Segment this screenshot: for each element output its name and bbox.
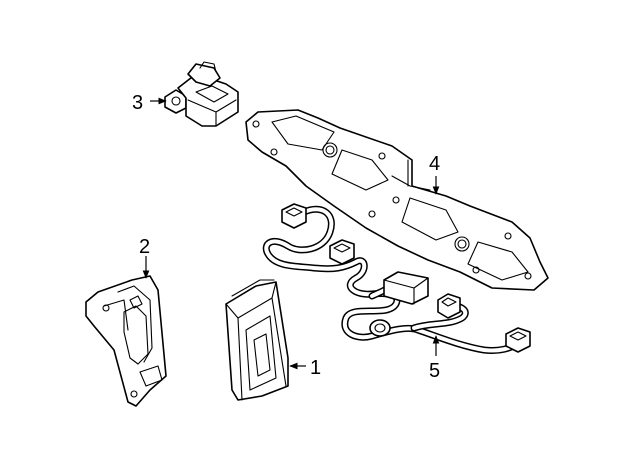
callout-1: 1 bbox=[310, 357, 321, 379]
part-1-control-module bbox=[225, 279, 289, 401]
callout-3: 3 bbox=[132, 92, 143, 114]
callout-2: 2 bbox=[139, 236, 150, 258]
part-2-bracket bbox=[85, 275, 167, 407]
part-5-wiring-harness bbox=[262, 203, 531, 354]
callout-4: 4 bbox=[429, 153, 440, 175]
part-3-ignition-coil bbox=[164, 61, 239, 127]
part-4-coil-bracket bbox=[245, 109, 549, 291]
callout-5: 5 bbox=[429, 360, 440, 382]
